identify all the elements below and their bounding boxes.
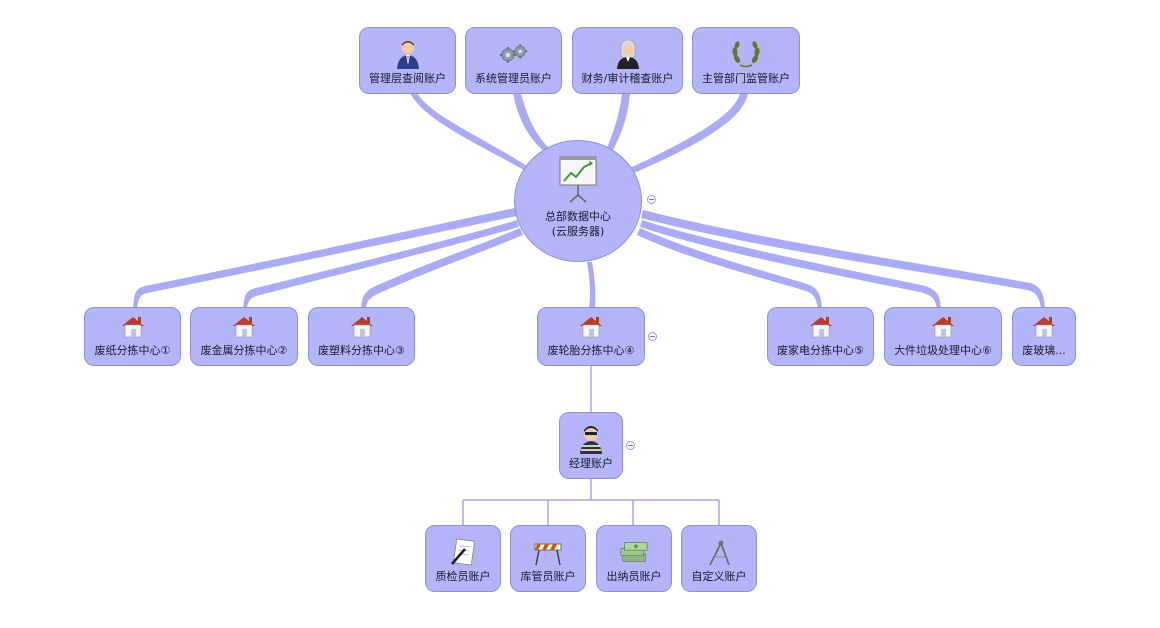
sub-account-quality[interactable]: 质检员账户	[425, 525, 501, 592]
sub-account-label: 质检员账户	[435, 570, 491, 583]
center-label: 大件垃圾处理中心⑥	[894, 344, 992, 357]
document-pen-icon	[448, 537, 478, 567]
top-account-supervision[interactable]: 主管部门监管账户	[692, 27, 800, 94]
center-label: 废纸分拣中心①	[94, 344, 171, 357]
connector-top-1	[410, 93, 527, 170]
money-stack-icon	[619, 537, 649, 567]
house-icon	[118, 311, 148, 341]
house-icon	[928, 311, 958, 341]
sub-account-label: 自定义账户	[691, 570, 747, 583]
hq-label-line2: (云服务器)	[551, 225, 605, 238]
connector-top-2	[513, 93, 550, 152]
top-account-audit[interactable]: 财务/审计稽查账户	[572, 27, 683, 94]
sub-account-label: 出纳员账户	[606, 570, 662, 583]
burglar-icon	[576, 424, 606, 454]
businessman-icon	[393, 39, 423, 69]
center-label: 废金属分拣中心②	[200, 344, 288, 357]
top-account-label: 管理层查阅账户	[369, 72, 446, 85]
sub-account-label: 库管员账户	[520, 570, 576, 583]
connector-center-7	[641, 210, 1045, 308]
laurel-wreath-icon	[731, 39, 761, 69]
center-plastic[interactable]: 废塑料分拣中心③	[308, 307, 415, 366]
collapse-toggle-tire[interactable]	[648, 332, 657, 341]
sub-account-custom[interactable]: 自定义账户	[681, 525, 757, 592]
gears-icon	[499, 39, 529, 69]
top-account-management[interactable]: 管理层查阅账户	[359, 27, 456, 94]
connector-center-6	[640, 220, 941, 308]
center-label: 废轮胎分拣中心④	[547, 344, 635, 357]
presentation-chart-icon	[558, 155, 598, 203]
connector-top-4	[630, 93, 748, 173]
top-account-sysadmin[interactable]: 系统管理员账户	[465, 27, 562, 94]
top-account-label: 财务/审计稽查账户	[581, 72, 674, 85]
house-icon	[806, 311, 836, 341]
connector-center-5	[637, 228, 822, 308]
sub-account-warehouse[interactable]: 库管员账户	[510, 525, 586, 592]
top-account-label: 系统管理员账户	[475, 72, 552, 85]
collapse-toggle-hq[interactable]	[647, 195, 656, 204]
connector-top-3	[607, 93, 630, 150]
center-appliance[interactable]: 废家电分拣中心⑤	[767, 307, 874, 366]
manager-account[interactable]: 经理账户	[559, 412, 623, 479]
barrier-icon	[533, 537, 563, 567]
center-label: 废玻璃...	[1022, 344, 1066, 357]
hq-data-center[interactable]: 总部数据中心 (云服务器)	[514, 140, 642, 262]
house-icon	[347, 311, 377, 341]
collapse-toggle-manager[interactable]	[626, 441, 635, 450]
hq-label-line1: 总部数据中心	[545, 210, 611, 223]
center-paper[interactable]: 废纸分拣中心①	[84, 307, 181, 366]
center-tire[interactable]: 废轮胎分拣中心④	[537, 307, 645, 366]
center-bulky-waste[interactable]: 大件垃圾处理中心⑥	[884, 307, 1002, 366]
top-account-label: 主管部门监管账户	[702, 72, 790, 85]
connector-center-1	[133, 208, 517, 308]
center-metal[interactable]: 废金属分拣中心②	[190, 307, 298, 366]
house-icon	[576, 311, 606, 341]
connector-center-2	[243, 220, 519, 308]
connector-center-4	[587, 262, 596, 308]
house-icon	[1029, 311, 1059, 341]
manager-label: 经理账户	[569, 457, 613, 470]
connector-center-3	[361, 228, 523, 308]
center-label: 废塑料分拣中心③	[318, 344, 405, 357]
center-label: 废家电分拣中心⑤	[777, 344, 864, 357]
sub-account-cashier[interactable]: 出纳员账户	[596, 525, 672, 592]
judge-icon	[613, 39, 643, 69]
compass-icon	[704, 537, 734, 567]
center-glass[interactable]: 废玻璃...	[1012, 307, 1076, 366]
house-icon	[229, 311, 259, 341]
